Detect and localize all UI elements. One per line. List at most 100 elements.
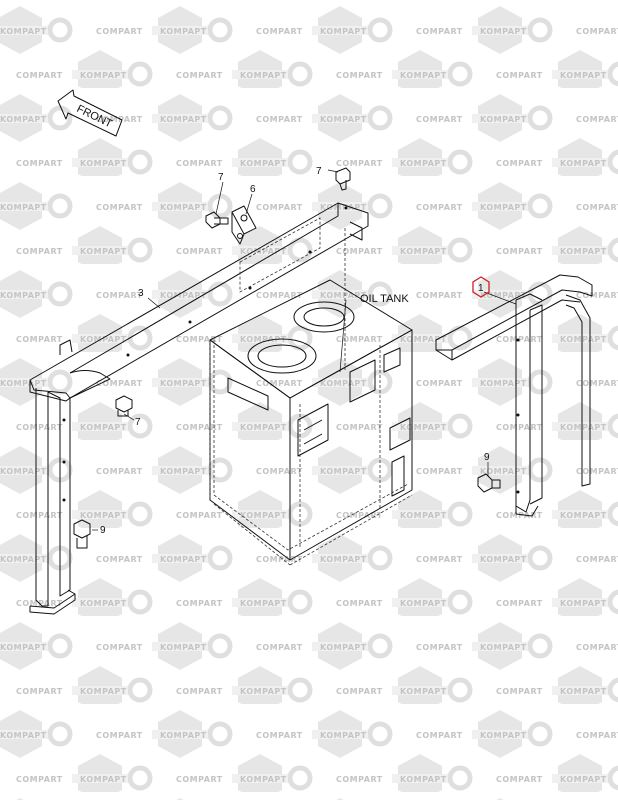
watermark-brand-right: COMPART bbox=[96, 379, 143, 388]
watermark-brand-right: COMPART bbox=[96, 731, 143, 740]
watermark-brand-left: KOMPAPT bbox=[0, 731, 47, 740]
watermark-brand-right: COMPART bbox=[416, 115, 463, 124]
callout-bracket: 6 bbox=[250, 184, 256, 195]
watermark-brand-right: COMPART bbox=[576, 643, 618, 652]
watermark-brand-left: KOMPAPT bbox=[480, 555, 527, 564]
watermark-brand-right: COMPART bbox=[496, 159, 543, 168]
watermark-brand-left: KOMPAPT bbox=[480, 379, 527, 388]
watermark-brand-left: KOMPAPT bbox=[480, 643, 527, 652]
watermark-brand-left: KOMPAPT bbox=[480, 115, 527, 124]
watermark-brand-left: KOMPAPT bbox=[320, 555, 367, 564]
watermark-brand-left: KOMPAPT bbox=[240, 687, 287, 696]
watermark-brand-left: KOMPAPT bbox=[320, 115, 367, 124]
left-frame bbox=[29, 202, 369, 615]
right-frame bbox=[435, 274, 593, 517]
watermark-brand-left: KOMPAPT bbox=[560, 423, 607, 432]
callout-bolt-lower: 7 bbox=[135, 417, 141, 428]
watermark-brand-right: COMPART bbox=[256, 379, 303, 388]
watermark-brand-left: KOMPAPT bbox=[560, 335, 607, 344]
watermark-brand-left: KOMPAPT bbox=[80, 423, 127, 432]
watermark-brand-right: COMPART bbox=[16, 247, 63, 256]
watermark-brand-left: KOMPAPT bbox=[480, 291, 527, 300]
watermark-brand-right: COMPART bbox=[336, 423, 383, 432]
watermark-brand-right: COMPART bbox=[256, 203, 303, 212]
watermark-brand-left: KOMPAPT bbox=[400, 159, 447, 168]
watermark-brand-right: COMPART bbox=[96, 467, 143, 476]
watermark-brand-right: COMPART bbox=[416, 203, 463, 212]
watermark-brand-right: COMPART bbox=[336, 687, 383, 696]
watermark-brand-right: COMPART bbox=[256, 555, 303, 564]
watermark-brand-left: KOMPAPT bbox=[240, 159, 287, 168]
watermark-brand-left: KOMPAPT bbox=[320, 731, 367, 740]
watermark-brand-left: KOMPAPT bbox=[160, 731, 207, 740]
watermark-brand-right: COMPART bbox=[496, 71, 543, 80]
watermark-brand-right: COMPART bbox=[16, 775, 63, 784]
callout-bolt-left: 7 bbox=[218, 172, 224, 183]
watermark-brand-left: KOMPAPT bbox=[80, 335, 127, 344]
watermark-brand-right: COMPART bbox=[336, 335, 383, 344]
watermark-brand-right: COMPART bbox=[176, 159, 223, 168]
watermark-brand-left: KOMPAPT bbox=[400, 71, 447, 80]
watermark-brand-left: KOMPAPT bbox=[400, 687, 447, 696]
watermark-brand-left: KOMPAPT bbox=[560, 599, 607, 608]
bolt-top bbox=[335, 167, 351, 191]
watermark-brand-right: COMPART bbox=[416, 467, 463, 476]
watermark-brand-left: KOMPAPT bbox=[0, 467, 47, 476]
watermark-brand-right: COMPART bbox=[496, 775, 543, 784]
watermark-brand-right: COMPART bbox=[96, 643, 143, 652]
watermark-brand-left: KOMPAPT bbox=[480, 731, 527, 740]
part-1-highlight bbox=[472, 276, 490, 298]
watermark-brand-right: COMPART bbox=[16, 687, 63, 696]
watermark-brand-left: KOMPAPT bbox=[320, 643, 367, 652]
watermark-brand-left: KOMPAPT bbox=[160, 27, 207, 36]
watermark-brand-left: KOMPAPT bbox=[240, 423, 287, 432]
watermark-brand-right: COMPART bbox=[496, 423, 543, 432]
watermark-brand-right: COMPART bbox=[336, 511, 383, 520]
watermark-brand-left: KOMPAPT bbox=[240, 247, 287, 256]
watermark-brand-right: COMPART bbox=[336, 159, 383, 168]
bolt-foot bbox=[73, 519, 91, 549]
watermark-brand-left: KOMPAPT bbox=[240, 511, 287, 520]
watermark-brand-right: COMPART bbox=[416, 555, 463, 564]
watermark-brand-right: COMPART bbox=[176, 71, 223, 80]
watermark-brand-left: KOMPAPT bbox=[320, 467, 367, 476]
watermark-brand-right: COMPART bbox=[576, 555, 618, 564]
watermark-brand-right: COMPART bbox=[496, 511, 543, 520]
watermark-brand-right: COMPART bbox=[96, 555, 143, 564]
watermark-brand-right: COMPART bbox=[576, 27, 618, 36]
callout-bolt-top: 7 bbox=[316, 166, 322, 177]
callout-frame-right: 1 bbox=[478, 283, 484, 294]
watermark-brand-left: KOMPAPT bbox=[240, 599, 287, 608]
watermark-brand-right: COMPART bbox=[16, 159, 63, 168]
watermark-brand-left: KOMPAPT bbox=[400, 423, 447, 432]
watermark-brand-left: KOMPAPT bbox=[0, 379, 47, 388]
watermark-brand-right: COMPART bbox=[256, 115, 303, 124]
watermark-brand-right: COMPART bbox=[176, 247, 223, 256]
watermark-brand-right: COMPART bbox=[16, 71, 63, 80]
watermark-brand-right: COMPART bbox=[176, 511, 223, 520]
watermark-brand-left: KOMPAPT bbox=[560, 511, 607, 520]
bolt-lower bbox=[115, 395, 133, 417]
watermark-brand-left: KOMPAPT bbox=[80, 775, 127, 784]
watermark-brand-left: KOMPAPT bbox=[320, 291, 367, 300]
watermark-brand-right: COMPART bbox=[256, 27, 303, 36]
watermark-brand-left: KOMPAPT bbox=[160, 203, 207, 212]
bracket bbox=[231, 205, 257, 245]
watermark-brand-right: COMPART bbox=[576, 115, 618, 124]
watermark-brand-right: COMPART bbox=[96, 27, 143, 36]
bolt-right bbox=[477, 473, 501, 493]
watermark-brand-left: KOMPAPT bbox=[160, 291, 207, 300]
watermark-brand-right: COMPART bbox=[576, 379, 618, 388]
watermark-brand-left: KOMPAPT bbox=[240, 335, 287, 344]
watermark-brand-right: COMPART bbox=[176, 775, 223, 784]
watermark-brand-right: COMPART bbox=[576, 467, 618, 476]
watermark-brand-left: KOMPAPT bbox=[480, 203, 527, 212]
watermark-brand-left: KOMPAPT bbox=[160, 379, 207, 388]
watermark-brand-right: COMPART bbox=[16, 423, 63, 432]
oil-tank bbox=[209, 217, 413, 566]
watermark-brand-left: KOMPAPT bbox=[400, 775, 447, 784]
watermark-brand-right: COMPART bbox=[96, 115, 143, 124]
watermark-brand-right: COMPART bbox=[336, 71, 383, 80]
watermark-brand-left: KOMPAPT bbox=[480, 467, 527, 476]
